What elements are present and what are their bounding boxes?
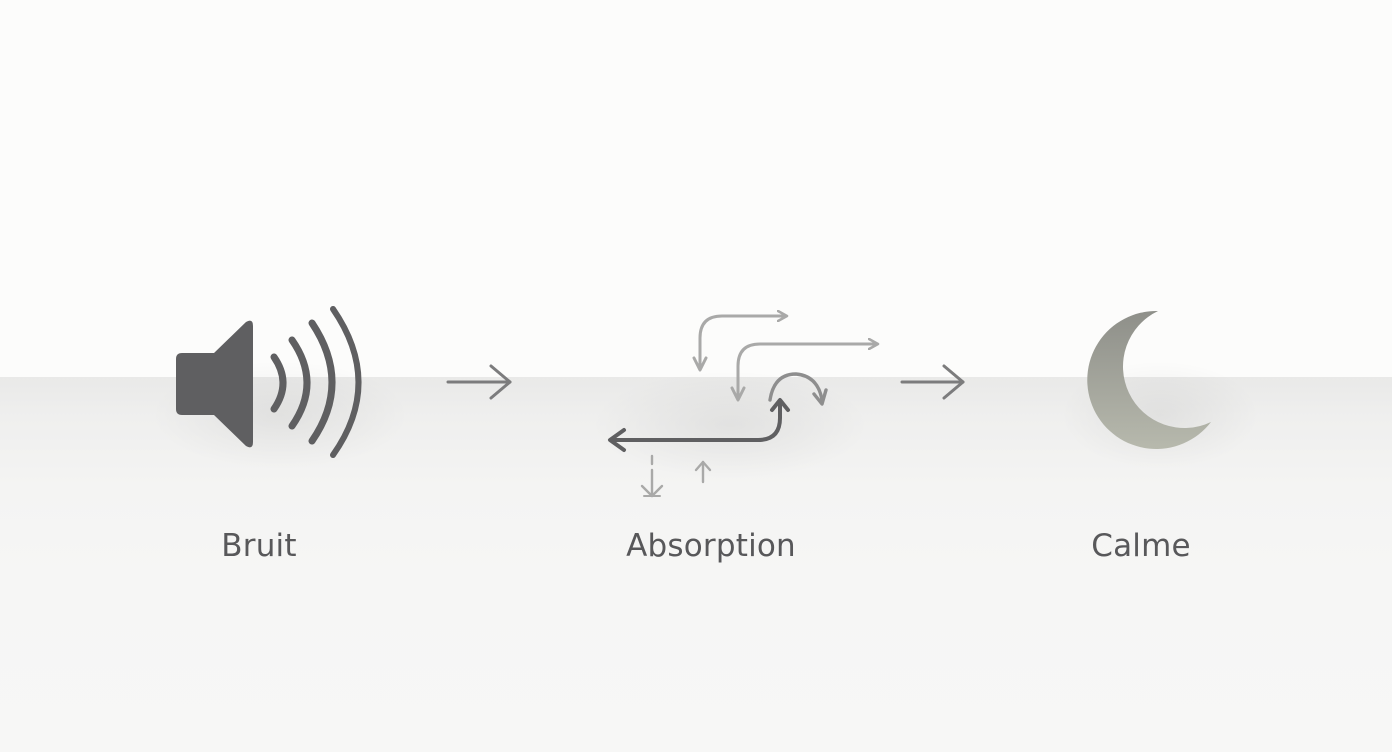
step-label-absorption: Absorption (626, 528, 796, 564)
arrow-right-icon (446, 364, 512, 400)
absorption-shadow (590, 370, 870, 480)
step-label-bruit: Bruit (221, 528, 297, 564)
speaker-icon (176, 306, 362, 458)
arrow-right-icon (900, 364, 965, 400)
crescent-moon-icon (1087, 310, 1211, 449)
absorption-arrows-icon (608, 316, 877, 498)
step-label-calme: Calme (1091, 528, 1191, 564)
